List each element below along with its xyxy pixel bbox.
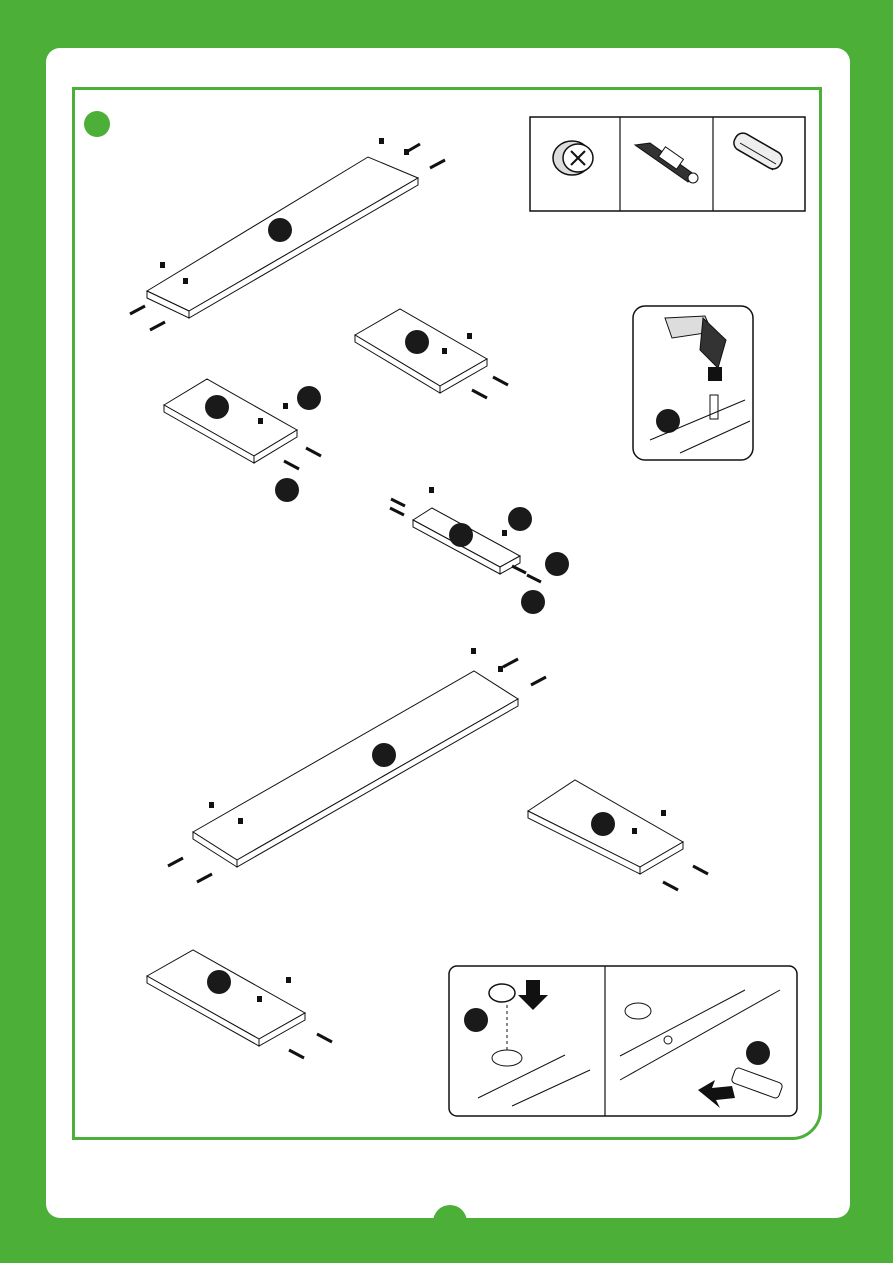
- long-shelf-panel: [130, 138, 445, 330]
- long-bottom-panel: [168, 648, 546, 882]
- hardware-legend: [530, 117, 805, 211]
- medium-panel-lower-right: [528, 780, 708, 890]
- cam-lock-insertion-inset: [449, 966, 797, 1116]
- hammer-dowel-inset: [633, 306, 753, 460]
- short-narrow-panel: [390, 487, 569, 614]
- medium-panel-left: [164, 379, 321, 502]
- medium-panel-right: [355, 309, 508, 398]
- drawer-panel-lower-left: [147, 950, 332, 1058]
- cam-lock-icon: [553, 141, 593, 175]
